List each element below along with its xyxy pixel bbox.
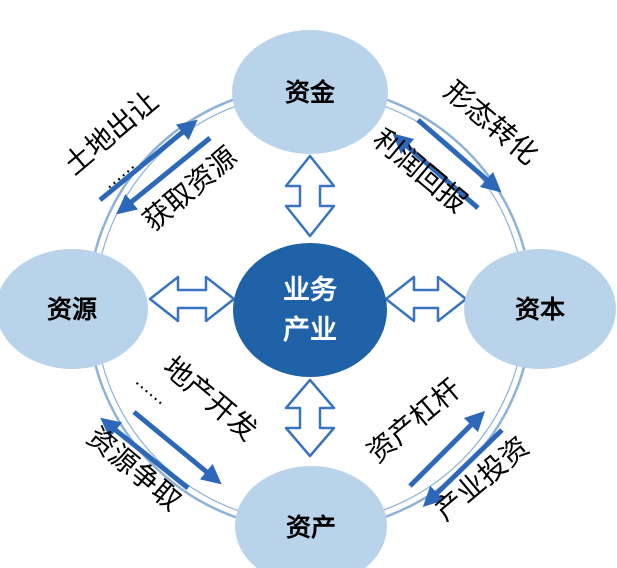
- label-top-right-outer: 形态转化: [438, 74, 545, 171]
- node-center-line1: 业务: [283, 275, 337, 306]
- node-right-label: 资本: [515, 295, 565, 324]
- node-left: 资源: [0, 249, 148, 369]
- node-top-label: 资金: [285, 78, 336, 107]
- arrow-top-right-down: [416, 118, 502, 193]
- node-top: 资金: [232, 30, 388, 154]
- label-top-right-inner: 利润回报: [367, 122, 474, 219]
- label-bottom-left-outer: 资源争取: [81, 420, 188, 517]
- node-left-label: 资源: [47, 295, 97, 324]
- arrow-bottom-right-up: [408, 410, 486, 488]
- node-center-line2: 产业: [283, 315, 337, 346]
- node-bottom: 资产: [235, 466, 387, 568]
- double-arrow-vertical-top: [284, 154, 336, 238]
- node-bottom-label: 资产: [286, 513, 336, 542]
- label-bottom-right-outer: 产业投资: [428, 430, 535, 527]
- label-bottom-left-inner: 地产开发: [157, 350, 264, 447]
- arrow-bottom-left-down: [132, 410, 222, 485]
- node-right: 资本: [464, 249, 616, 369]
- label-bottom-right-inner: 资产杠杆: [360, 372, 467, 469]
- arrow-top-right-up: [392, 133, 480, 210]
- arrow-bottom-right-down: [422, 428, 504, 507]
- double-arrow-horizontal-right: [384, 275, 468, 323]
- double-arrow-vertical-bottom: [284, 378, 336, 458]
- arrow-top-left-up: [98, 119, 198, 202]
- double-arrow-horizontal-left: [148, 275, 236, 323]
- arrow-top-left-down: [116, 136, 212, 215]
- node-center: 业务 产业: [233, 243, 387, 377]
- arrow-bottom-left-up: [100, 417, 190, 490]
